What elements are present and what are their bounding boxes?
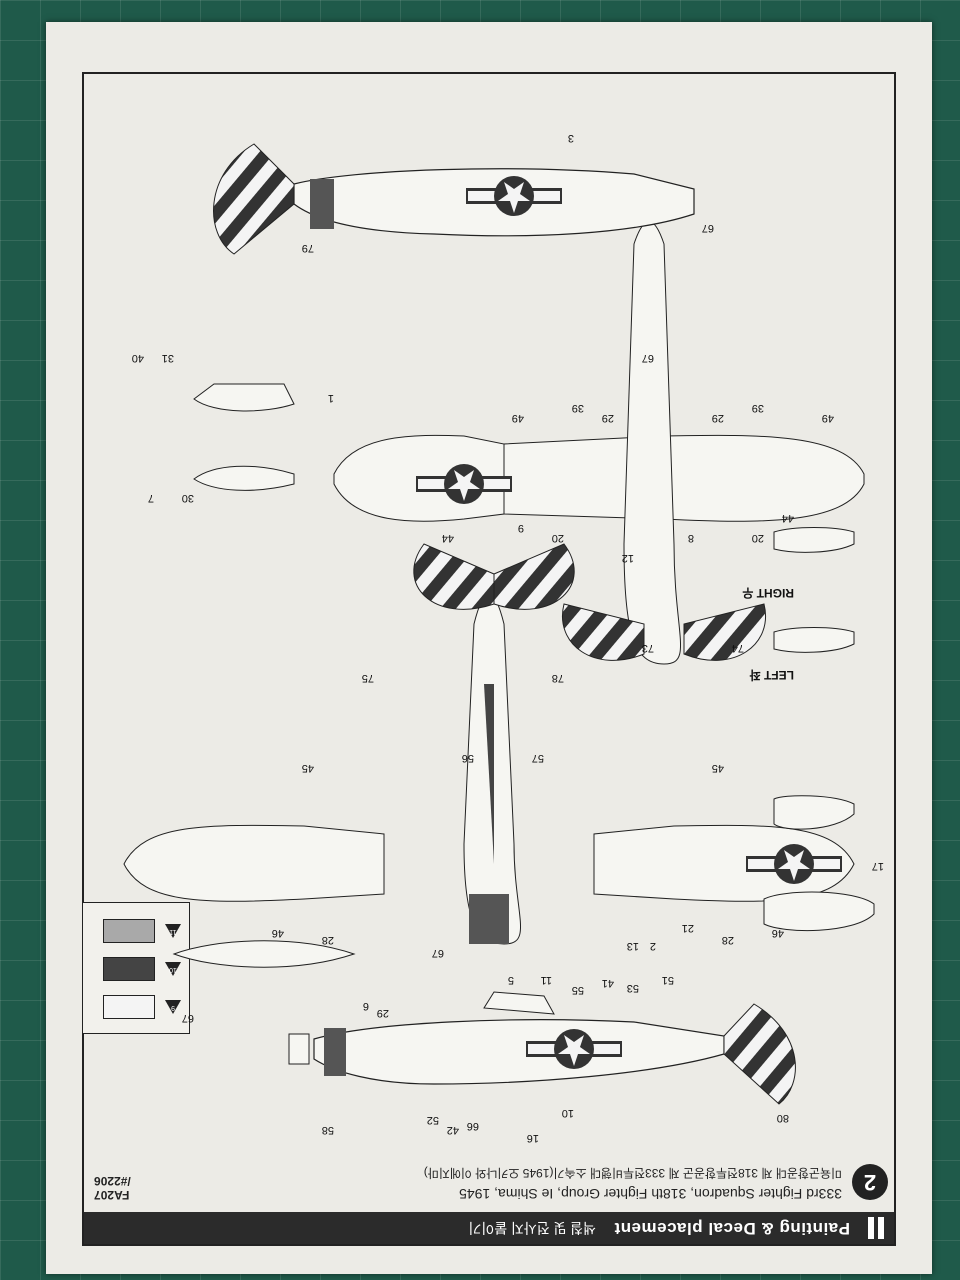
callout-label: 45 — [711, 762, 724, 774]
side-profile-right — [213, 143, 695, 255]
callout-label: 8 — [687, 532, 694, 544]
callout-label: 21 — [681, 922, 694, 934]
callout-label: 57 — [531, 752, 544, 764]
callout-label: 51 — [661, 974, 674, 986]
callout-label: 11 — [540, 974, 552, 986]
callout-label: 67 — [181, 1012, 194, 1024]
callout-label: 10 — [561, 1107, 574, 1119]
callout-label: 29 — [711, 412, 724, 424]
callout-label: 73 — [641, 642, 654, 654]
callout-label: 45 — [301, 762, 314, 774]
callout-label: 28 — [721, 934, 734, 946]
callout-label: 66 — [466, 1120, 479, 1132]
callout-label: 49 — [511, 412, 524, 424]
callout-label: 67 — [701, 222, 714, 234]
callout-label: 28 — [321, 934, 334, 946]
callout-label: 52 — [426, 1114, 439, 1126]
callout-label: 29 — [376, 1007, 389, 1019]
callout-label: 39 — [751, 402, 764, 414]
callout-label: 67 — [431, 947, 444, 959]
callout-label: 58 — [321, 1124, 334, 1136]
callout-label: 44 — [441, 532, 454, 544]
callout-label: 42 — [446, 1124, 459, 1136]
callout-label: 44 — [781, 512, 794, 524]
callout-label: 79 — [301, 242, 314, 254]
callout-label: 30 — [181, 492, 194, 504]
callout-label: 12 — [621, 552, 634, 564]
callout-label: 3 — [567, 132, 574, 144]
callout-label: 29 — [601, 412, 614, 424]
callout-label: 41 — [601, 977, 614, 989]
side-profile-left — [288, 991, 796, 1105]
callout-label: 56 — [461, 752, 474, 764]
callout-label: 46 — [271, 927, 284, 939]
callout-label: 2 — [649, 940, 656, 952]
callout-label: 40 — [131, 352, 144, 364]
bottom-plan-view — [333, 221, 865, 665]
callout-label: 46 — [771, 927, 784, 939]
callout-label: 49 — [821, 412, 834, 424]
callout-label: 16 — [526, 1132, 539, 1144]
callout-label: 74 — [731, 642, 744, 654]
callout-label: 55 — [571, 984, 584, 996]
callout-label: 5 — [507, 974, 514, 986]
drop-tank-side — [172, 940, 356, 968]
left-view-label: LEFT 좌 — [749, 668, 794, 682]
instruction-frame: Painting & Decal placement 색칠 및 전사지 붙이기 … — [82, 72, 896, 1246]
callout-label: 39 — [571, 402, 584, 414]
callout-label: 78 — [551, 672, 564, 684]
ordnance-parts — [193, 383, 875, 931]
callout-label: 75 — [361, 672, 374, 684]
callout-label: 80 — [776, 1112, 789, 1124]
right-view-label: RIGHT 우 — [742, 586, 794, 600]
callout-label: 20 — [751, 532, 764, 544]
callout-label: 6 — [362, 1000, 369, 1012]
aircraft-drawings — [123, 143, 875, 1105]
instruction-sheet: Painting & Decal placement 색칠 및 전사지 붙이기 … — [46, 22, 932, 1274]
callout-label: 1 — [327, 392, 334, 404]
callout-label: 7 — [147, 492, 154, 504]
rotated-content: Painting & Decal placement 색칠 및 전사지 붙이기 … — [46, 22, 932, 1274]
callout-label: 20 — [551, 532, 564, 544]
callout-label: 17 — [871, 860, 884, 872]
callout-label: 9 — [517, 522, 524, 534]
top-plan-view — [123, 543, 855, 945]
callout-label: 53 — [626, 982, 639, 994]
callout-label: 31 — [161, 352, 174, 364]
callout-label: 13 — [626, 940, 639, 952]
callout-label: 67 — [641, 352, 654, 364]
